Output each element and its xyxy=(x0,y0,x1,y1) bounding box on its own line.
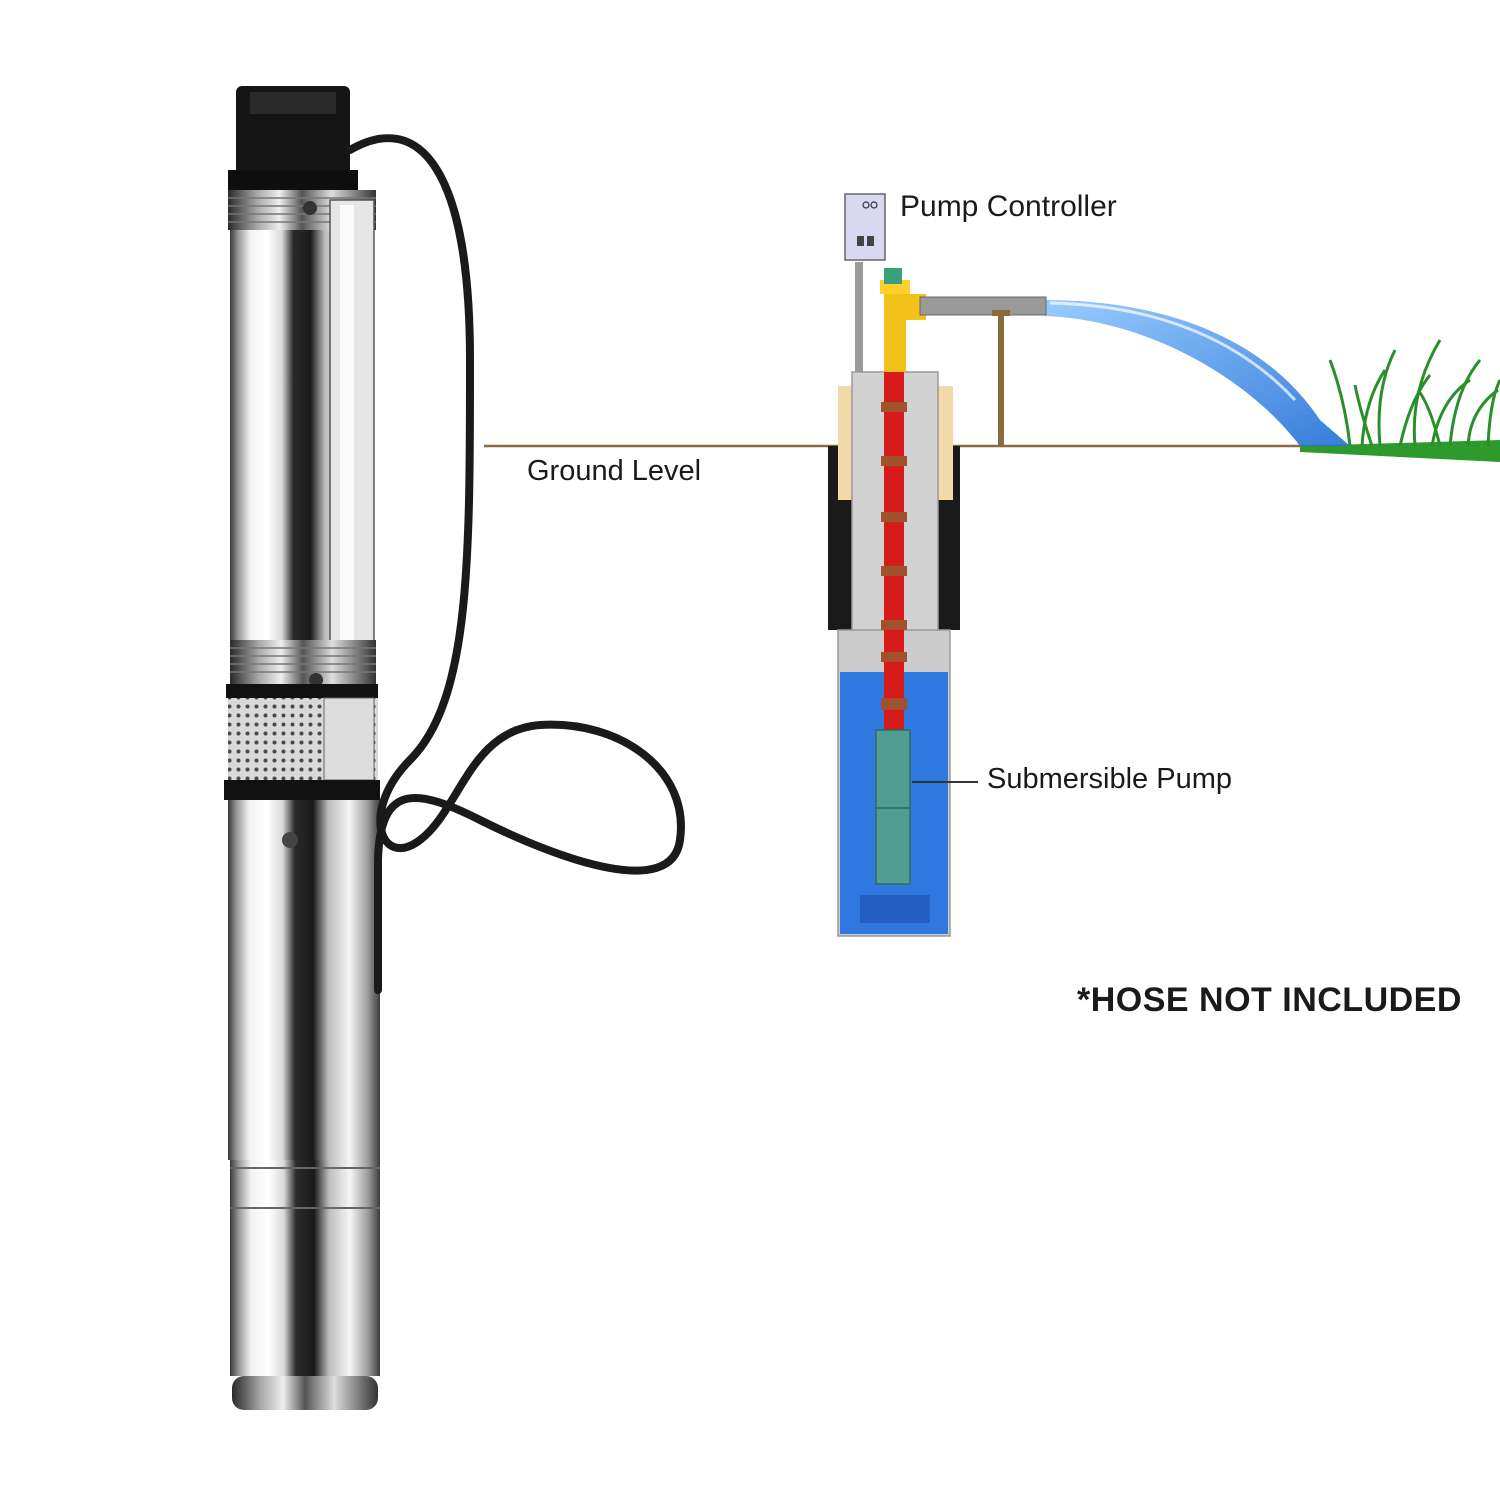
grass-tuft-icon xyxy=(1328,339,1500,447)
ground-level-label: Ground Level xyxy=(527,455,702,487)
well-diagram xyxy=(484,193,1500,937)
power-cable xyxy=(346,134,685,994)
riser-pipe xyxy=(884,372,904,732)
pump-base xyxy=(232,1376,378,1410)
submersible-pump-label: Submersible Pump xyxy=(987,763,1232,795)
pump-controller-box-icon xyxy=(844,193,886,261)
pump-controller-label: Pump Controller xyxy=(900,190,1117,223)
hose-not-included-note: *HOSE NOT INCLUDED xyxy=(1077,981,1462,1019)
discharge-fitting xyxy=(884,288,906,372)
pump-motor-body xyxy=(228,800,380,1160)
discharge-pipe xyxy=(919,296,1047,316)
submersible-pump-body xyxy=(875,729,911,885)
water-jet xyxy=(1045,300,1350,446)
pump-photo xyxy=(224,86,685,1410)
